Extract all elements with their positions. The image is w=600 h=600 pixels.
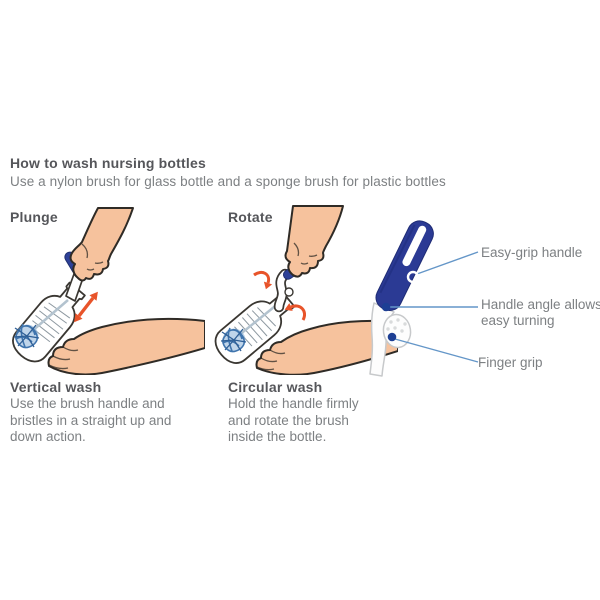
callout-label: Finger grip bbox=[478, 355, 543, 370]
easy-grip-handle bbox=[375, 220, 434, 311]
grip-dimples bbox=[386, 318, 407, 333]
lower-hand bbox=[47, 318, 205, 375]
step-body-line: down action. bbox=[10, 429, 86, 444]
callout-easy-grip-handle: Easy-grip handle bbox=[481, 245, 582, 261]
lower-hand bbox=[255, 319, 398, 375]
step-action-label-rotate: Rotate bbox=[228, 209, 273, 225]
step-body-line: bristles in a straight up and bbox=[10, 412, 172, 428]
angle-anchor-dot bbox=[381, 302, 391, 312]
brush-head bbox=[220, 327, 247, 353]
page-title: How to wash nursing bottles bbox=[10, 155, 206, 171]
step-body-vertical-wash: Use the brush handle and bristles in a s… bbox=[10, 396, 171, 446]
page-subtitle: Use a nylon brush for glass bottle and a… bbox=[10, 174, 446, 189]
callout-finger-grip: Finger grip bbox=[478, 355, 543, 371]
rotate-motion-arrow-icon bbox=[284, 303, 306, 321]
brush-stem bbox=[237, 302, 280, 337]
leader-lines bbox=[390, 251, 479, 363]
brush-handle-product-diagram bbox=[369, 220, 479, 377]
callout-label: Handle angle allows bbox=[481, 297, 600, 312]
callout-label: Easy-grip handle bbox=[481, 245, 583, 260]
brush-shaft bbox=[273, 268, 294, 313]
brush-stem bbox=[30, 299, 69, 333]
plunge-motion-arrow-icon bbox=[74, 291, 98, 323]
rotate-motion-arrow-icon bbox=[253, 270, 273, 290]
callout-handle-angle: Handle angle allows easy turning bbox=[481, 297, 600, 329]
step-body-circular-wash: Hold the handle firmly and rotate the br… bbox=[228, 396, 359, 446]
step-body-line: inside the bottle. bbox=[228, 429, 327, 444]
circular-wash-illustration bbox=[214, 205, 398, 375]
leader-line bbox=[416, 251, 479, 275]
grip-ring-anchor bbox=[406, 270, 420, 284]
callout-label: easy turning bbox=[481, 313, 555, 328]
leader-line bbox=[394, 338, 479, 363]
step-body-line: Hold the handle firmly bbox=[228, 396, 359, 411]
vertical-wash-illustration bbox=[12, 207, 205, 375]
upper-hand bbox=[284, 205, 344, 278]
step-body-line: and rotate the brush bbox=[228, 412, 349, 428]
upper-hand bbox=[69, 207, 134, 282]
step-heading-circular-wash: Circular wash bbox=[228, 379, 323, 395]
step-action-label-plunge: Plunge bbox=[10, 209, 58, 225]
step-heading-vertical-wash: Vertical wash bbox=[10, 379, 102, 395]
finger-grip-anchor-dot bbox=[387, 332, 397, 342]
step-body-line: Use the brush handle and bbox=[10, 396, 165, 411]
brush-head bbox=[13, 323, 40, 349]
